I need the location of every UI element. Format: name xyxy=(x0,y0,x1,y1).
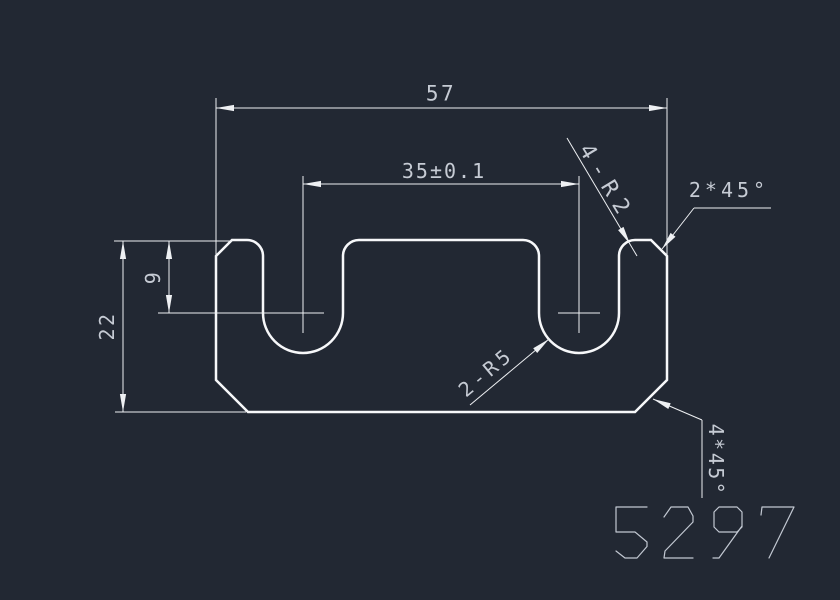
dim-slot-spacing-label: 35±0.1 xyxy=(402,159,486,183)
arrow-35-right xyxy=(561,180,579,188)
arrow-22-bottom xyxy=(119,394,127,412)
dim-total-height-label: 22 xyxy=(95,311,119,340)
dim-slot-depth-label: 9 xyxy=(141,270,165,285)
note-slot-radius-label: 2-R5 xyxy=(454,342,519,402)
arrow-57-right xyxy=(649,104,667,112)
arrow-35-left xyxy=(303,180,321,188)
extension-lines xyxy=(114,98,668,413)
dim-total-width-label: 57 xyxy=(426,81,456,105)
part-number-digit-7 xyxy=(760,506,795,559)
note-top-chamfer-label: 2*45° xyxy=(689,178,769,202)
part-number-digit-5 xyxy=(615,506,648,559)
arrow-bottom-chamfer-leader xyxy=(653,399,671,409)
leader-top-chamfer xyxy=(661,207,695,250)
note-fillet-label: 4-R2 xyxy=(573,140,638,226)
part-number-digit-2 xyxy=(663,506,694,559)
part-outline xyxy=(214,238,669,414)
arrow-9-bottom xyxy=(165,295,173,313)
arrow-57-left xyxy=(216,104,234,112)
leader-lines xyxy=(469,137,771,498)
note-bottom-chamfer-label: 4*45° xyxy=(704,424,728,497)
part-number-digit-9 xyxy=(712,506,743,559)
part-number xyxy=(615,506,795,559)
leader-bottom-chamfer-diag xyxy=(652,398,703,421)
leader-slot-radius xyxy=(469,338,550,406)
leader-fillet xyxy=(566,137,638,257)
arrow-22-top xyxy=(119,241,127,259)
arrow-9-top xyxy=(165,241,173,259)
